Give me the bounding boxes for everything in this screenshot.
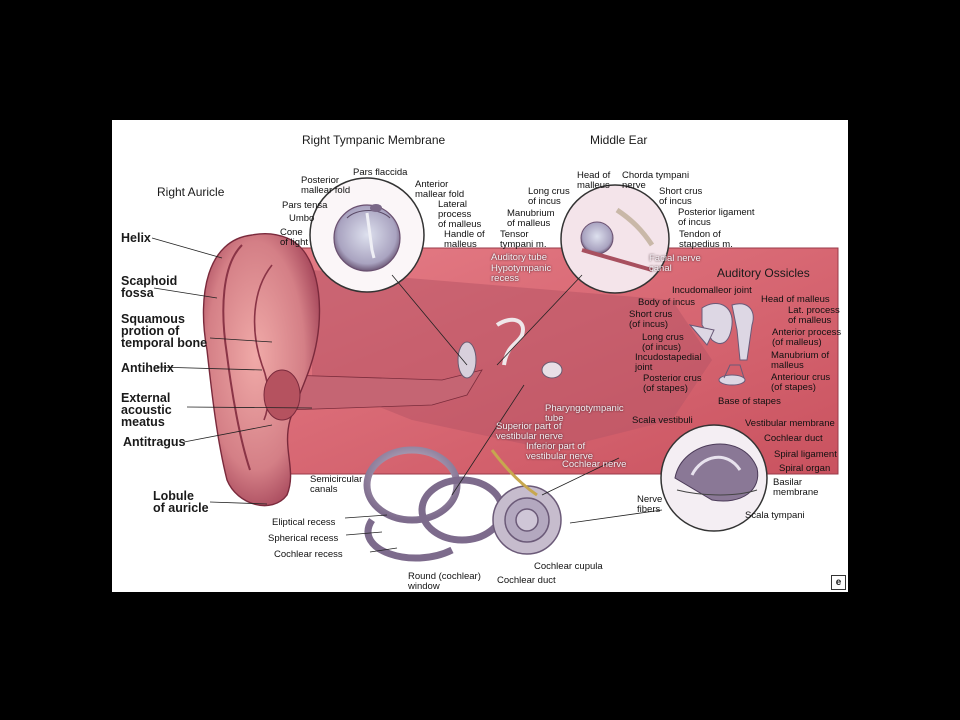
label-posterior-crus: Posterior crus (of stapes): [643, 373, 702, 394]
label-basilar: Basilar membrane: [773, 477, 819, 498]
label-manubrium-ossicle: Manubrium of malleus: [771, 350, 830, 371]
malleus-shape: [495, 317, 525, 366]
label-anterior-crus: Anteriour crus (of stapes): [771, 372, 831, 393]
label-cochlear-cupula: Cochlear cupula: [534, 561, 603, 572]
label-manubrium: Manubrium of malleus: [507, 208, 555, 229]
right-tympanic-membrane-title: Right Tympanic Membrane: [302, 133, 446, 147]
label-base-stapes: Base of stapes: [718, 396, 781, 407]
label-lateral-process: Lateral process of malleus: [438, 199, 482, 230]
label-scaphoid-fossa: Scaphoid fossa: [121, 274, 178, 300]
label-squamous: Squamous protion of temporal bone: [121, 312, 208, 350]
anatomy-plate: Right Tympanic Membrane Middle Ear Right…: [112, 120, 848, 592]
middle-ear-title: Middle Ear: [590, 133, 648, 147]
stapes-shape: [541, 361, 563, 379]
label-long-crus-incus: Long crus of incus: [528, 186, 570, 207]
label-spiral-ligament: Spiral ligament: [774, 449, 837, 460]
label-nerve-fibers: Nerve fibers: [637, 494, 663, 515]
tympanic-inset: [309, 177, 425, 293]
label-facial-nerve: Facial nerve canal: [649, 253, 701, 274]
label-helix: Helix: [121, 231, 151, 245]
label-antihelix: Antihelix: [121, 361, 174, 375]
label-external-meatus: External acoustic meatus: [121, 391, 172, 429]
label-spiral-organ: Spiral organ: [779, 463, 831, 474]
label-semicircular: Semicircular canals: [310, 474, 363, 495]
ear-illustration: [151, 177, 839, 562]
label-tendon: Tendon of stapedius m.: [679, 229, 733, 250]
tympanic-shape: [457, 341, 477, 379]
label-cochlear-duct-inset: Cochlear duct: [764, 433, 823, 444]
label-hypotympanic: Hypotympanic recess: [491, 263, 552, 284]
label-cochlear-recess: Cochlear recess: [274, 549, 343, 560]
helix-rim: [222, 244, 251, 471]
label-posterior-fold: Posterior mallear fold: [301, 175, 351, 196]
label-antitragus: Antitragus: [123, 435, 186, 449]
cochlea-inset: [660, 424, 768, 532]
label-handle: Handle of malleus: [444, 229, 485, 250]
label-scala-tympani: Scala tympani: [745, 510, 805, 521]
label-inferior-vestibular: Inferior part of vestibular nerve: [526, 441, 594, 462]
label-pars-tensa: Pars tensa: [282, 200, 328, 211]
concha: [263, 369, 301, 421]
label-anterior-fold: Anterior mallear fold: [415, 179, 465, 200]
label-cone: Cone of light: [280, 227, 308, 248]
label-short-crus-incus: Short crus of incus: [659, 186, 703, 207]
label-posterior-ligament: Posterior ligament of incus: [678, 207, 755, 228]
label-auditory-tube: Auditory tube: [491, 252, 547, 263]
cochlear-nerve-bundle: [490, 449, 538, 497]
label-round-window: Round (cochlear) window: [408, 571, 481, 592]
middle-ear-inset: [560, 184, 670, 294]
label-lobule: Lobule of auricle: [153, 489, 209, 515]
label-long-crus-ossicle: Long crus (of incus): [642, 332, 684, 353]
label-eliptical: Eliptical recess: [272, 517, 336, 528]
label-pharyngotympanic: Pharyngotympanic tube: [545, 403, 624, 424]
right-auricle-title: Right Auricle: [157, 185, 225, 199]
label-short-crus-ossicle: Short crus (of incus): [629, 309, 673, 330]
label-scala-vestibuli: Scala vestibuli: [632, 415, 693, 426]
label-spherical: Spherical recess: [268, 533, 339, 544]
ossicles-drawing: [688, 303, 754, 386]
label-superior-vestibular: Superior part of vestibular nerve: [496, 421, 564, 442]
label-incudomalleor: Incudomalleor joint: [672, 285, 752, 296]
label-head-malleus: Head of malleus: [577, 170, 611, 191]
label-chorda: Chorda tympani nerve: [622, 170, 690, 191]
label-tensor: Tensor tympani m.: [500, 229, 547, 250]
label-head-malleus-ossicle: Head of malleus: [761, 294, 830, 305]
label-anterior-process: Anterior process (of malleus): [772, 327, 842, 348]
label-umbo: Umbo: [289, 213, 315, 224]
label-body-incus: Body of incus: [638, 297, 696, 308]
label-cochlear-duct: Cochlear duct: [497, 575, 556, 586]
auditory-ossicles-title: Auditory Ossicles: [717, 266, 810, 280]
cochlea: [492, 485, 562, 555]
leader-lines: [151, 237, 663, 553]
label-lat-process: Lat. process of malleus: [788, 305, 840, 326]
label-vestibular-membrane: Vestibular membrane: [745, 418, 835, 429]
label-cochlear-nerve: Cochlear nerve: [562, 459, 627, 470]
label-incudostapedial: Incudostapedial joint: [635, 352, 702, 373]
publisher-logo: e: [831, 575, 846, 590]
label-pars-flaccida: Pars flaccida: [353, 167, 408, 178]
